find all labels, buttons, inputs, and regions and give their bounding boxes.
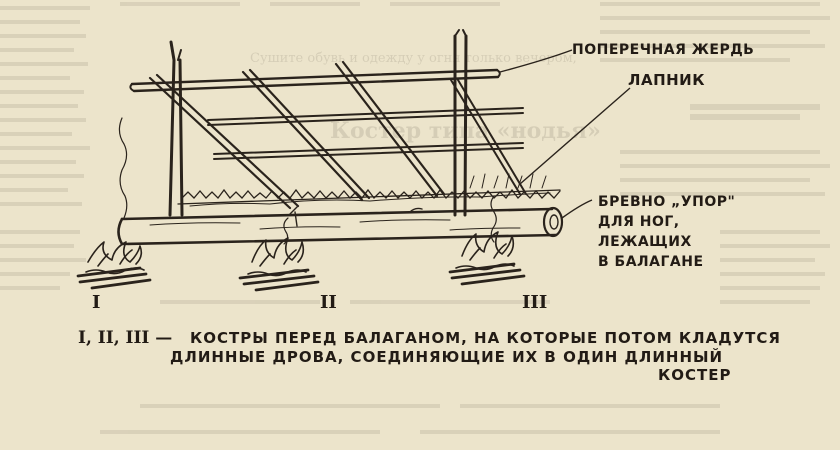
right-tree-trunk: [453, 34, 468, 217]
smoke-right: [490, 195, 497, 243]
label-crossbar: ПОПЕРЕЧНАЯ ЖЕРДЬ: [572, 42, 754, 58]
svg-text:ЛЕЖАЩИХ: ЛЕЖАЩИХ: [598, 234, 692, 250]
svg-text:БРЕВНО „УПОР": БРЕВНО „УПОР": [598, 194, 735, 210]
caption-line-2: ДЛИННЫЕ ДРОВА, СОЕДИНЯЮЩИЕ ИХ В ОДИН ДЛИ…: [170, 347, 723, 366]
fire-2: [238, 237, 320, 292]
smoke-left: [118, 117, 128, 219]
shelter-structure: [117, 29, 564, 246]
leader-log: [561, 199, 593, 219]
lath-pole-1: [207, 107, 524, 126]
fire-label-2: II: [320, 292, 337, 313]
fire-label-1: I: [92, 292, 100, 313]
stop-log-end: [542, 206, 564, 238]
label-stop-log: БРЕВНО „УПОР" ДЛЯ НОГ, ЛЕЖАЩИХ В БАЛАГАН…: [598, 194, 735, 270]
caption-line-3: КОСТЕР: [658, 366, 732, 384]
slanting-pole-3: [334, 60, 446, 198]
stop-log: [117, 205, 564, 246]
left-tree-trunk: [168, 40, 184, 217]
caption-line-1: КОСТРЫ ПЕРЕД БАЛАГАНОМ, НА КОТОРЫЕ ПОТОМ…: [190, 329, 781, 347]
caption-prefix: I, II, III —: [78, 328, 172, 348]
spruce-boughs: [177, 173, 561, 207]
fire-3: [448, 231, 526, 286]
leader-spruce: [519, 87, 631, 185]
svg-text:ДЛЯ НОГ,: ДЛЯ НОГ,: [598, 214, 680, 230]
fire-1: [76, 241, 152, 290]
fire-label-3: III: [522, 292, 547, 313]
lath-pole-2: [213, 142, 524, 160]
leader-lines: [499, 49, 631, 219]
slanting-pole-2: [241, 68, 371, 202]
background-line-1: Сушите обувь и одежду у огня только вече…: [250, 51, 577, 66]
label-spruce: ЛАПНИК: [628, 71, 705, 89]
slanting-pole-1: [148, 73, 300, 210]
leader-crossbar: [499, 49, 573, 73]
bleed-through-text: [0, 2, 830, 434]
svg-text:В БАЛАГАНЕ: В БАЛАГАНЕ: [598, 254, 704, 270]
figure-caption: I, II, III — КОСТРЫ ПЕРЕД БАЛАГАНОМ, НА …: [78, 328, 781, 384]
crossbar-pole: [130, 68, 500, 93]
